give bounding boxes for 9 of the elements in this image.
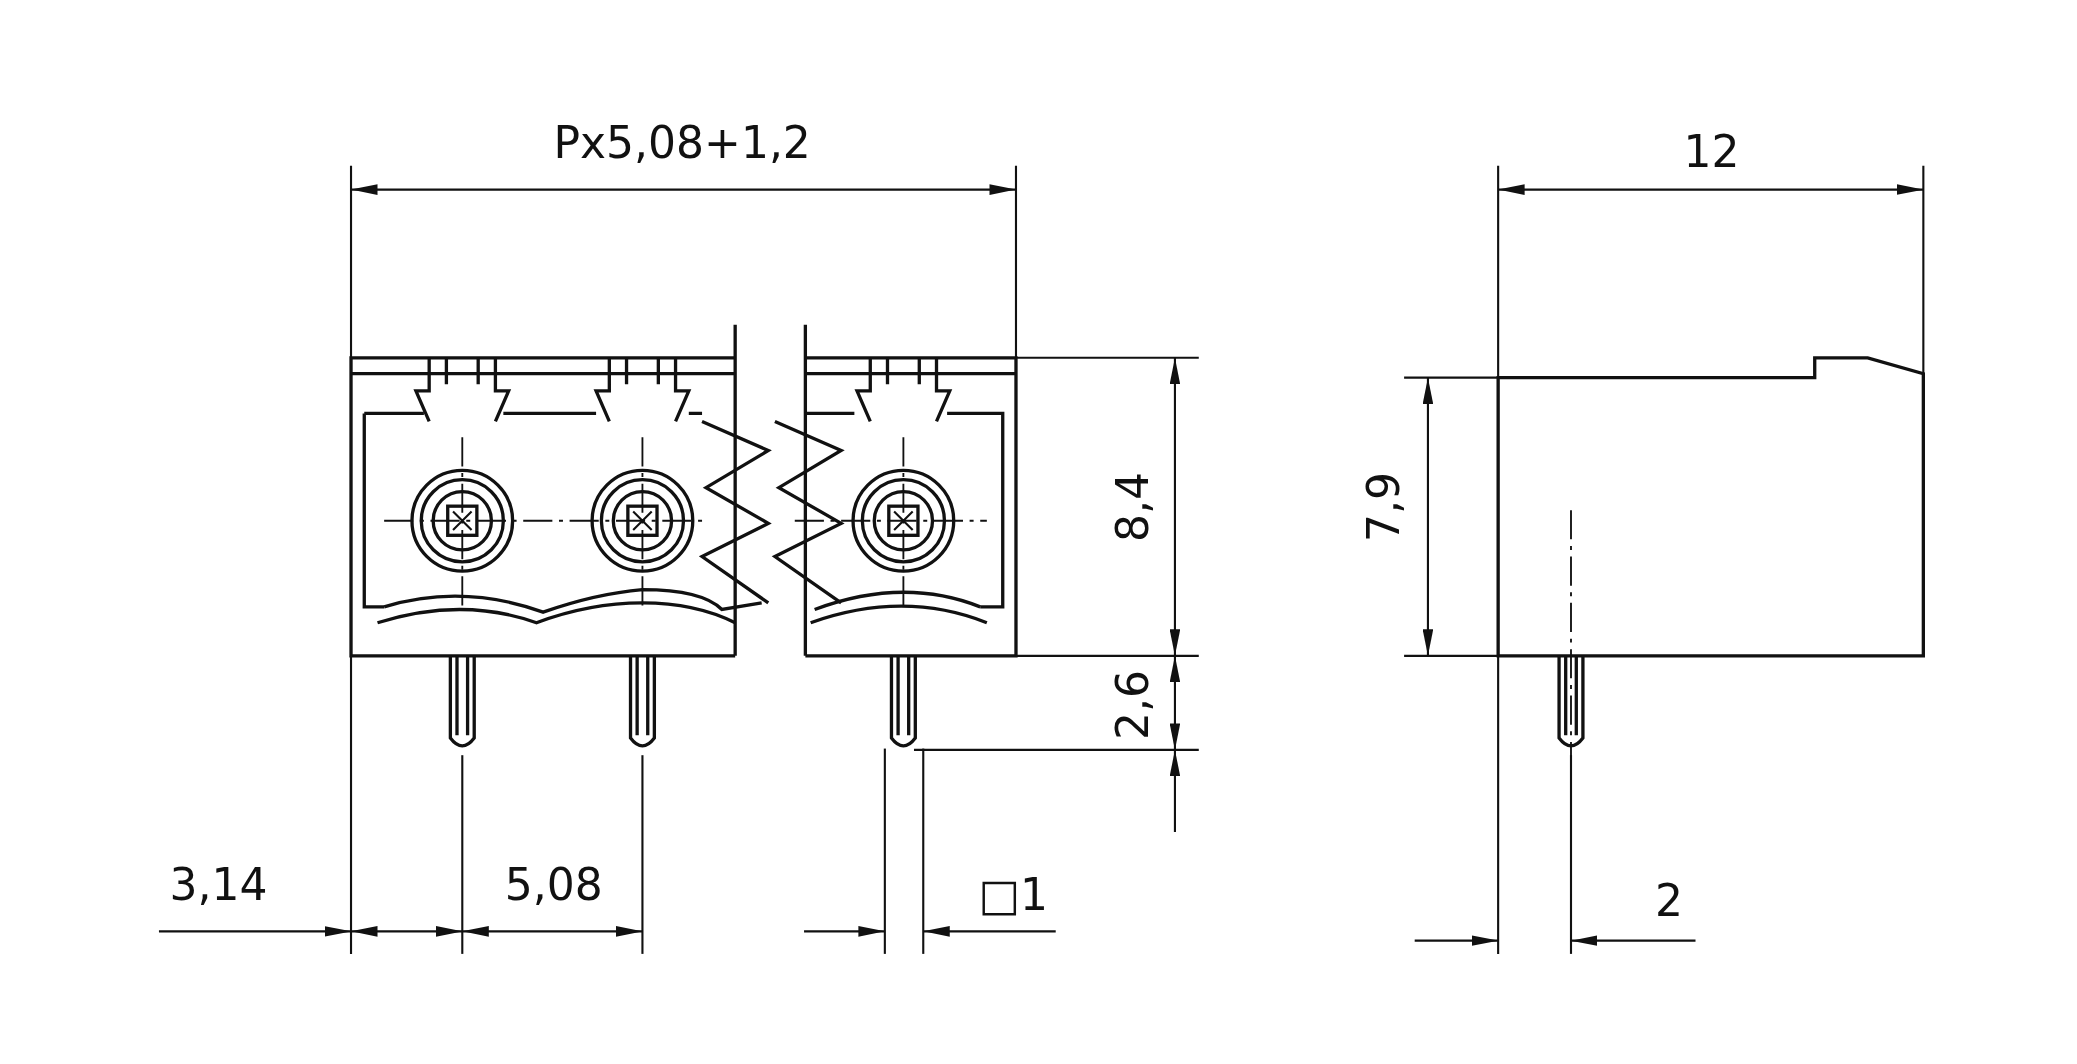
dimension-label: 8,4: [1110, 472, 1155, 543]
dimension-label: 7,9: [1362, 472, 1407, 543]
dimension-label: 2: [1655, 878, 1683, 923]
dimension-label: 5,08: [504, 862, 603, 907]
dimension-label: □1: [978, 873, 1049, 918]
dimension-label: 2,6: [1110, 669, 1155, 740]
dimension-label: 12: [1683, 130, 1740, 175]
dimension-label: 3,14: [169, 862, 268, 907]
dimension-label: Px5,08+1,2: [553, 121, 811, 166]
